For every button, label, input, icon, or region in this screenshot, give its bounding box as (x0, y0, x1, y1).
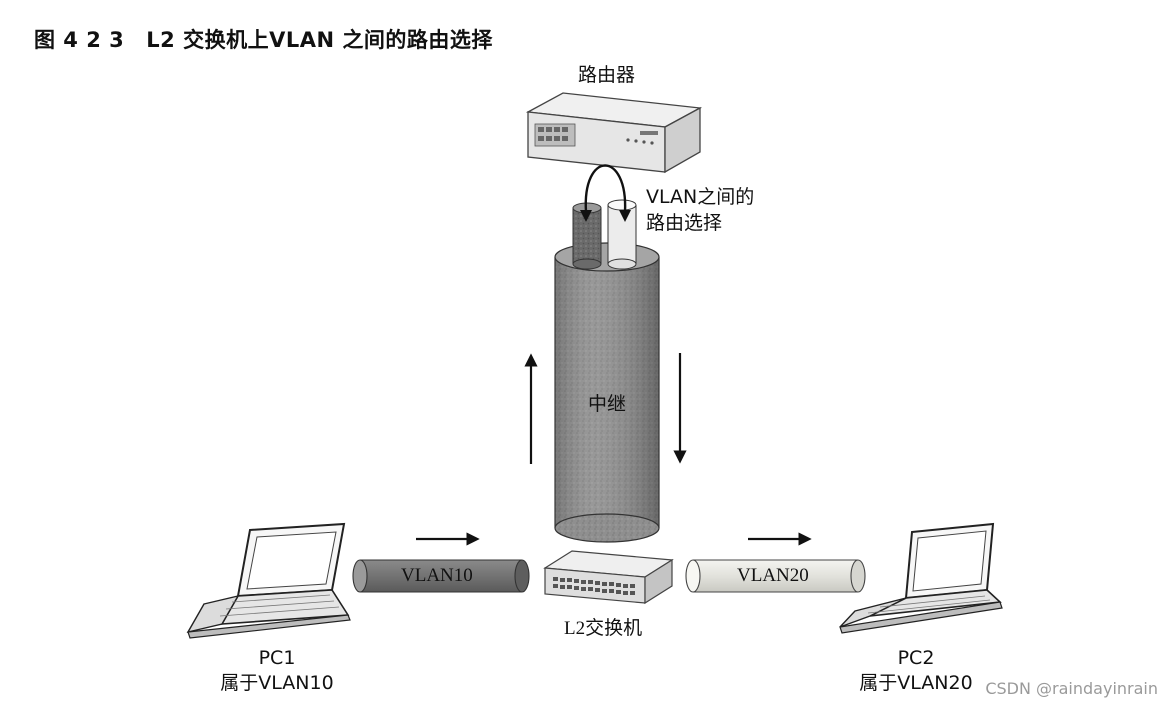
router-annotation-line1: VLAN之间的 (646, 186, 755, 208)
watermark: CSDN @raindayinrain (985, 679, 1158, 698)
pc1-name: PC1 (258, 647, 296, 669)
figure-title: 图 4 2 3 L2 交换机上VLAN 之间的路由选择 (34, 24, 493, 54)
vlan10-subtube (572, 202, 602, 270)
figure-title-text: L2 交换机上VLAN 之间的路由选择 (146, 28, 493, 52)
pc2-name: PC2 (897, 647, 935, 669)
pc2-membership: 属于VLAN20 (859, 672, 973, 694)
vlan10-link-tube (352, 559, 530, 593)
vlan20-link-tube (685, 559, 866, 593)
vlan20-link-label: VLAN20 (737, 565, 809, 586)
router-label: 路由器 (578, 64, 636, 86)
vlan10-link-label: VLAN10 (401, 565, 473, 586)
router-icon (525, 92, 703, 174)
switch-label: L2交换机 (564, 618, 643, 639)
pc1-laptop-icon (186, 522, 351, 639)
trunk-label: 中继 (588, 393, 627, 415)
figure-number: 图 4 2 3 (34, 28, 125, 52)
routing-loop-arrow (580, 164, 631, 222)
router-annotation-line2: 路由选择 (646, 212, 723, 234)
l2-switch-icon (543, 550, 674, 605)
pc1-membership: 属于VLAN10 (220, 672, 334, 694)
pc2-laptop-icon (839, 522, 1003, 634)
